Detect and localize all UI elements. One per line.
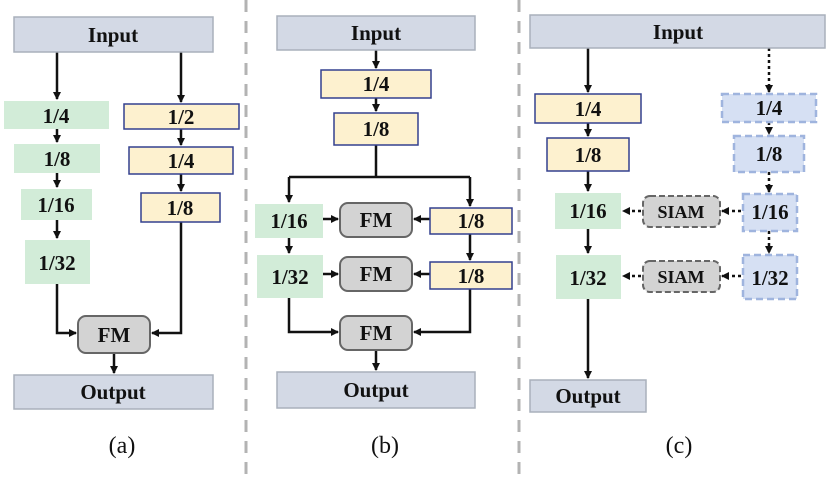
panel-c-input-box bbox=[529, 14, 826, 49]
panel-a-right-label-3: 1/8 bbox=[167, 196, 194, 220]
panel-c-right-box-3 bbox=[741, 192, 799, 233]
panel-c-right-label-2: 1/8 bbox=[756, 142, 783, 166]
panel-a-fm-label: FM bbox=[98, 323, 131, 347]
panel-b-fm-label-2: FM bbox=[360, 262, 393, 286]
panel-b-input-box bbox=[276, 15, 476, 51]
panel-a-left-box-3 bbox=[21, 189, 92, 220]
panel-b-fm-label-3: FM bbox=[360, 321, 393, 345]
panel-a-right-box-1 bbox=[123, 103, 240, 130]
panel-a-output-label: Output bbox=[80, 380, 145, 404]
panel-c-caption: (c) bbox=[666, 433, 693, 459]
panel-b-right-box-1 bbox=[429, 207, 513, 235]
panel-a-arrows bbox=[53, 52, 185, 374]
panel-b-fm-box-3 bbox=[339, 315, 413, 351]
panel-c-siam-box-1 bbox=[642, 195, 721, 228]
panel-a-input-box bbox=[13, 16, 214, 53]
panel-b-right-label-1: 1/8 bbox=[458, 209, 485, 233]
panel-a-input-label: Input bbox=[88, 23, 138, 47]
panel-b-output-label: Output bbox=[343, 378, 408, 402]
panel-b-caption: (b) bbox=[371, 433, 399, 459]
panel-c-right-label-3: 1/16 bbox=[751, 200, 788, 224]
panel-a-right-label-1: 1/2 bbox=[168, 105, 195, 129]
panel-a-left-box-4 bbox=[25, 240, 90, 284]
panel-b-fm-box-2 bbox=[339, 256, 413, 292]
panel-b-output-box bbox=[276, 371, 476, 409]
panel-c-left-label-1: 1/4 bbox=[575, 97, 602, 121]
panel-a-left-label-3: 1/16 bbox=[37, 193, 74, 217]
panel-c-left-box-2 bbox=[546, 137, 630, 172]
panel-c-left-label-2: 1/8 bbox=[575, 143, 602, 167]
panel-b-right-label-2: 1/8 bbox=[458, 264, 485, 288]
panel-c-right-box-4 bbox=[741, 253, 799, 301]
panel-c-left-label-3: 1/16 bbox=[569, 199, 606, 223]
panel-a-right-label-2: 1/4 bbox=[168, 149, 195, 173]
panel-c-left-box-3 bbox=[555, 193, 621, 229]
panel-b-stem-label-1: 1/4 bbox=[363, 72, 390, 96]
panel-b: Input Output 1/4 1/8 1/16 1/32 1/8 1/8 F… bbox=[255, 15, 513, 459]
panel-b-fm-label-1: FM bbox=[360, 208, 393, 232]
panel-b-stem-box-2 bbox=[333, 112, 419, 146]
panel-b-stem-label-2: 1/8 bbox=[363, 117, 390, 141]
panel-c-right-box-1 bbox=[720, 92, 818, 124]
panel-c-left-box-4 bbox=[556, 255, 621, 299]
panel-b-stem-box-1 bbox=[320, 69, 432, 99]
panel-a-caption: (a) bbox=[109, 433, 136, 459]
panel-c: Input Output 1/4 1/8 1/16 1/32 1/4 1/8 1… bbox=[529, 14, 826, 459]
panel-b-arrows bbox=[285, 50, 474, 371]
panel-a: Input Output 1/4 1/8 1/16 1/32 1/2 1/4 1… bbox=[4, 16, 240, 459]
panel-b-left-label-2: 1/32 bbox=[271, 265, 308, 289]
panel-a-fm-box bbox=[77, 315, 151, 354]
panel-a-left-label-2: 1/8 bbox=[44, 147, 71, 171]
panel-a-left-box-1 bbox=[4, 101, 109, 129]
panel-c-right-label-4: 1/32 bbox=[751, 266, 788, 290]
panel-b-right-box-2 bbox=[429, 261, 513, 290]
panel-b-input-label: Input bbox=[351, 21, 401, 45]
panel-c-output-label: Output bbox=[555, 384, 620, 408]
panel-a-right-box-3 bbox=[140, 192, 221, 223]
panel-c-siam-box-2 bbox=[642, 260, 721, 293]
panel-a-left-label-4: 1/32 bbox=[38, 251, 75, 275]
panel-b-left-box-1 bbox=[255, 204, 323, 238]
panel-a-left-box-2 bbox=[14, 144, 100, 173]
panel-a-output-box bbox=[13, 374, 214, 410]
panel-c-output-box bbox=[529, 379, 647, 413]
panel-a-left-label-1: 1/4 bbox=[43, 104, 70, 128]
panel-a-right-box-2 bbox=[128, 146, 234, 175]
panel-c-right-label-1: 1/4 bbox=[756, 96, 783, 120]
panel-c-left-box-1 bbox=[534, 93, 642, 124]
panel-b-left-label-1: 1/16 bbox=[270, 209, 307, 233]
panel-c-right-box-2 bbox=[732, 134, 806, 174]
panel-b-fm-box-1 bbox=[339, 202, 413, 238]
panel-b-left-box-2 bbox=[257, 255, 323, 298]
panel-c-siam-label-1: SIAM bbox=[657, 202, 704, 222]
panel-c-input-label: Input bbox=[653, 20, 703, 44]
panel-c-left-label-4: 1/32 bbox=[569, 266, 606, 290]
panel-c-dotted-arrows bbox=[622, 48, 773, 280]
panel-c-siam-label-2: SIAM bbox=[657, 267, 704, 287]
